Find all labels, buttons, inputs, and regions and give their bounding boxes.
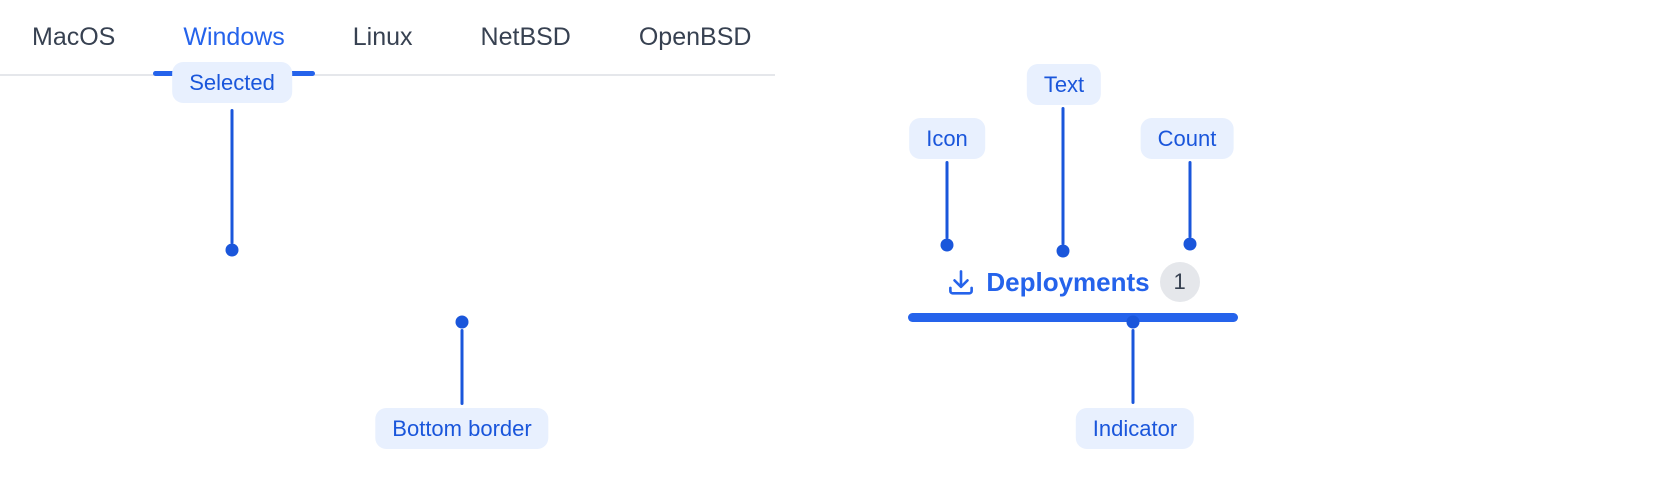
tab-label: NetBSD	[480, 22, 571, 51]
annotation-text: Text	[1043, 71, 1085, 97]
tab-label: MacOS	[32, 22, 116, 51]
tab-label: Linux	[352, 22, 413, 51]
annotation-label-indicator: Indicator	[1075, 408, 1195, 449]
annotation-text: Icon	[926, 125, 968, 151]
annotation-label-bottom-border: Bottom border	[375, 408, 549, 449]
deployments-tab-label: Deployments	[986, 266, 1150, 297]
annotation-line-indicator	[1131, 329, 1135, 404]
active-tab-indicator	[908, 313, 1238, 322]
tab-label: Windows	[183, 22, 285, 51]
annotation-text: Bottom border	[392, 415, 532, 441]
annotation-dot-bottom-border	[455, 315, 469, 329]
annotation-line-count	[1188, 161, 1192, 238]
deployments-tab[interactable]: Deployments 1	[908, 256, 1238, 322]
annotation-line-selected	[230, 109, 234, 244]
tab-openbsd[interactable]: OpenBSD	[609, 0, 782, 74]
annotation-line-text	[1061, 107, 1065, 245]
annotation-dot-count	[1183, 237, 1197, 251]
annotation-text: Selected	[189, 69, 275, 95]
annotation-line-icon	[945, 161, 949, 239]
annotation-dot-icon	[940, 238, 954, 252]
os-tab-bar: MacOS Windows Linux NetBSD OpenBSD	[0, 0, 775, 76]
annotation-label-count: Count	[1140, 118, 1234, 159]
tab-label: OpenBSD	[638, 22, 752, 51]
annotation-dot-text	[1056, 244, 1070, 258]
annotation-label-icon: Icon	[909, 118, 985, 159]
tab-linux[interactable]: Linux	[323, 0, 443, 74]
annotation-label-selected: Selected	[172, 62, 292, 103]
annotation-text: Count	[1157, 125, 1217, 151]
annotation-text: Indicator	[1092, 415, 1178, 441]
annotation-dot-selected	[225, 243, 239, 257]
count-badge: 1	[1159, 262, 1200, 302]
annotation-dot-indicator	[1126, 315, 1140, 329]
annotation-line-bottom-border	[460, 329, 464, 405]
deployments-tab-content: Deployments 1	[908, 256, 1238, 308]
tab-macos[interactable]: MacOS	[2, 0, 145, 74]
download-icon	[946, 267, 976, 297]
tab-netbsd[interactable]: NetBSD	[451, 0, 601, 74]
annotation-label-text: Text	[1026, 64, 1102, 105]
